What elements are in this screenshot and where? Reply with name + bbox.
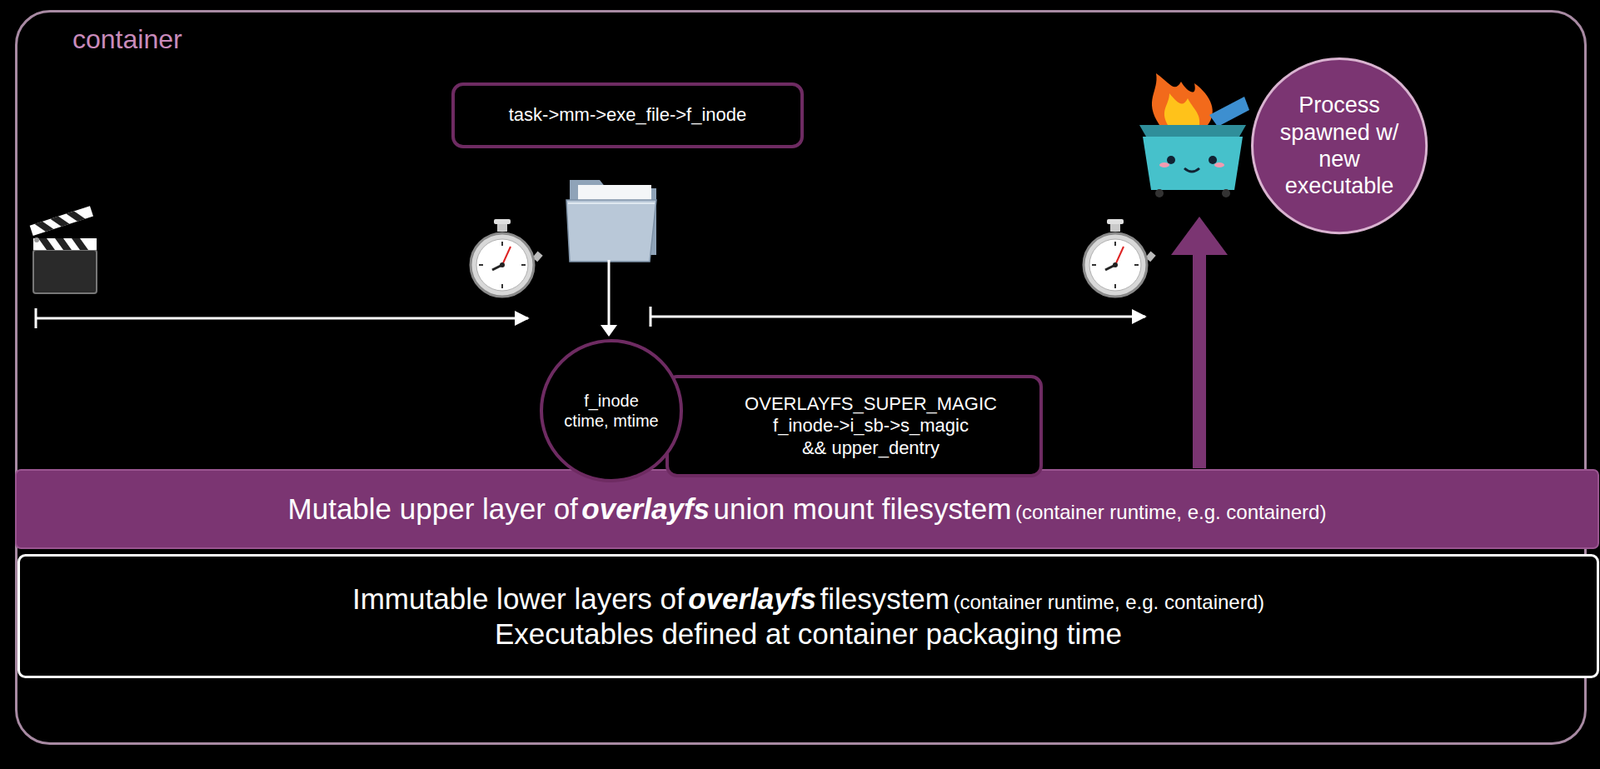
text-row: OVERLAYFS_SUPER_MAGIC (744, 393, 997, 415)
node-text: Mutable upper layer of (288, 491, 579, 527)
node-text: task->mm->exe_file->f_inode (508, 104, 748, 126)
outline (15, 469, 1599, 549)
code-box: task->mm->exe_file->f_inode (451, 82, 804, 149)
box-outline (17, 553, 1600, 678)
clapperboard-icon (29, 205, 97, 294)
outline (1251, 58, 1426, 233)
outline (453, 84, 803, 147)
upper-layer-band: Mutable upper layer ofoverlayfsunion mou… (14, 468, 1600, 549)
outline (19, 555, 1599, 678)
text-row: task->mm->exe_file->f_inode (508, 104, 748, 126)
text-row: f_inode->i_sb->s_magic (772, 414, 969, 437)
node-text: overlayfs (581, 491, 710, 527)
inode-circle: f_inodectime, mtime (539, 338, 683, 483)
node-text: Executables defined at container packagi… (494, 616, 1122, 652)
node-text: ctime, mtime (563, 410, 658, 431)
stopwatch-icon (1083, 219, 1157, 297)
node-text: overlayfs (687, 581, 817, 617)
stopwatch-icon (470, 219, 544, 297)
circle-outline (539, 338, 683, 483)
process-circle: Process spawned w/ new executable (1251, 57, 1428, 235)
node-text: && upper_dentry (802, 437, 940, 459)
node-text: Immutable lower layers of (352, 581, 685, 617)
node-text: (container runtime, e.g. containerd) (1015, 500, 1327, 525)
node-text: union mount filesystem (712, 491, 1012, 527)
circle-outline (1251, 57, 1428, 235)
text-row: Executables defined at container packagi… (494, 616, 1122, 652)
dumpster-fire-icon (1139, 73, 1250, 198)
lower-layer-band: Immutable lower layers ofoverlayfsfilesy… (17, 553, 1600, 678)
text-row: ctime, mtime (563, 410, 658, 431)
node-text: f_inode (583, 390, 639, 411)
folder-icon (566, 179, 657, 262)
container-region: container task->mm->exe_file->f_inode Proc… (14, 9, 1587, 745)
timeline-arrow (35, 308, 529, 329)
region-label: container (72, 24, 183, 55)
node-text: f_inode->i_sb->s_magic (772, 414, 969, 437)
text-row: Mutable upper layer ofoverlayfsunion mou… (288, 491, 1327, 527)
node-text: (container runtime, e.g. containerd) (952, 590, 1265, 615)
spawn-arrow (1171, 216, 1228, 469)
outline (541, 340, 682, 481)
node-text: Process spawned w/ new executable (1276, 91, 1402, 200)
node-text: filesystem (819, 581, 950, 617)
check-box: OVERLAYFS_SUPER_MAGICf_inode->i_sb->s_ma… (665, 374, 1043, 478)
node-text: OVERLAYFS_SUPER_MAGIC (744, 393, 997, 415)
text-row: Immutable lower layers ofoverlayfsfilesy… (352, 581, 1265, 617)
text-row: Process spawned w/ new executable (1276, 91, 1402, 200)
outline (667, 376, 1042, 476)
timeline-arrow (650, 306, 1146, 327)
pointer-arrow (600, 259, 618, 337)
text-row: && upper_dentry (802, 437, 940, 459)
text-row: f_inode (583, 390, 639, 411)
